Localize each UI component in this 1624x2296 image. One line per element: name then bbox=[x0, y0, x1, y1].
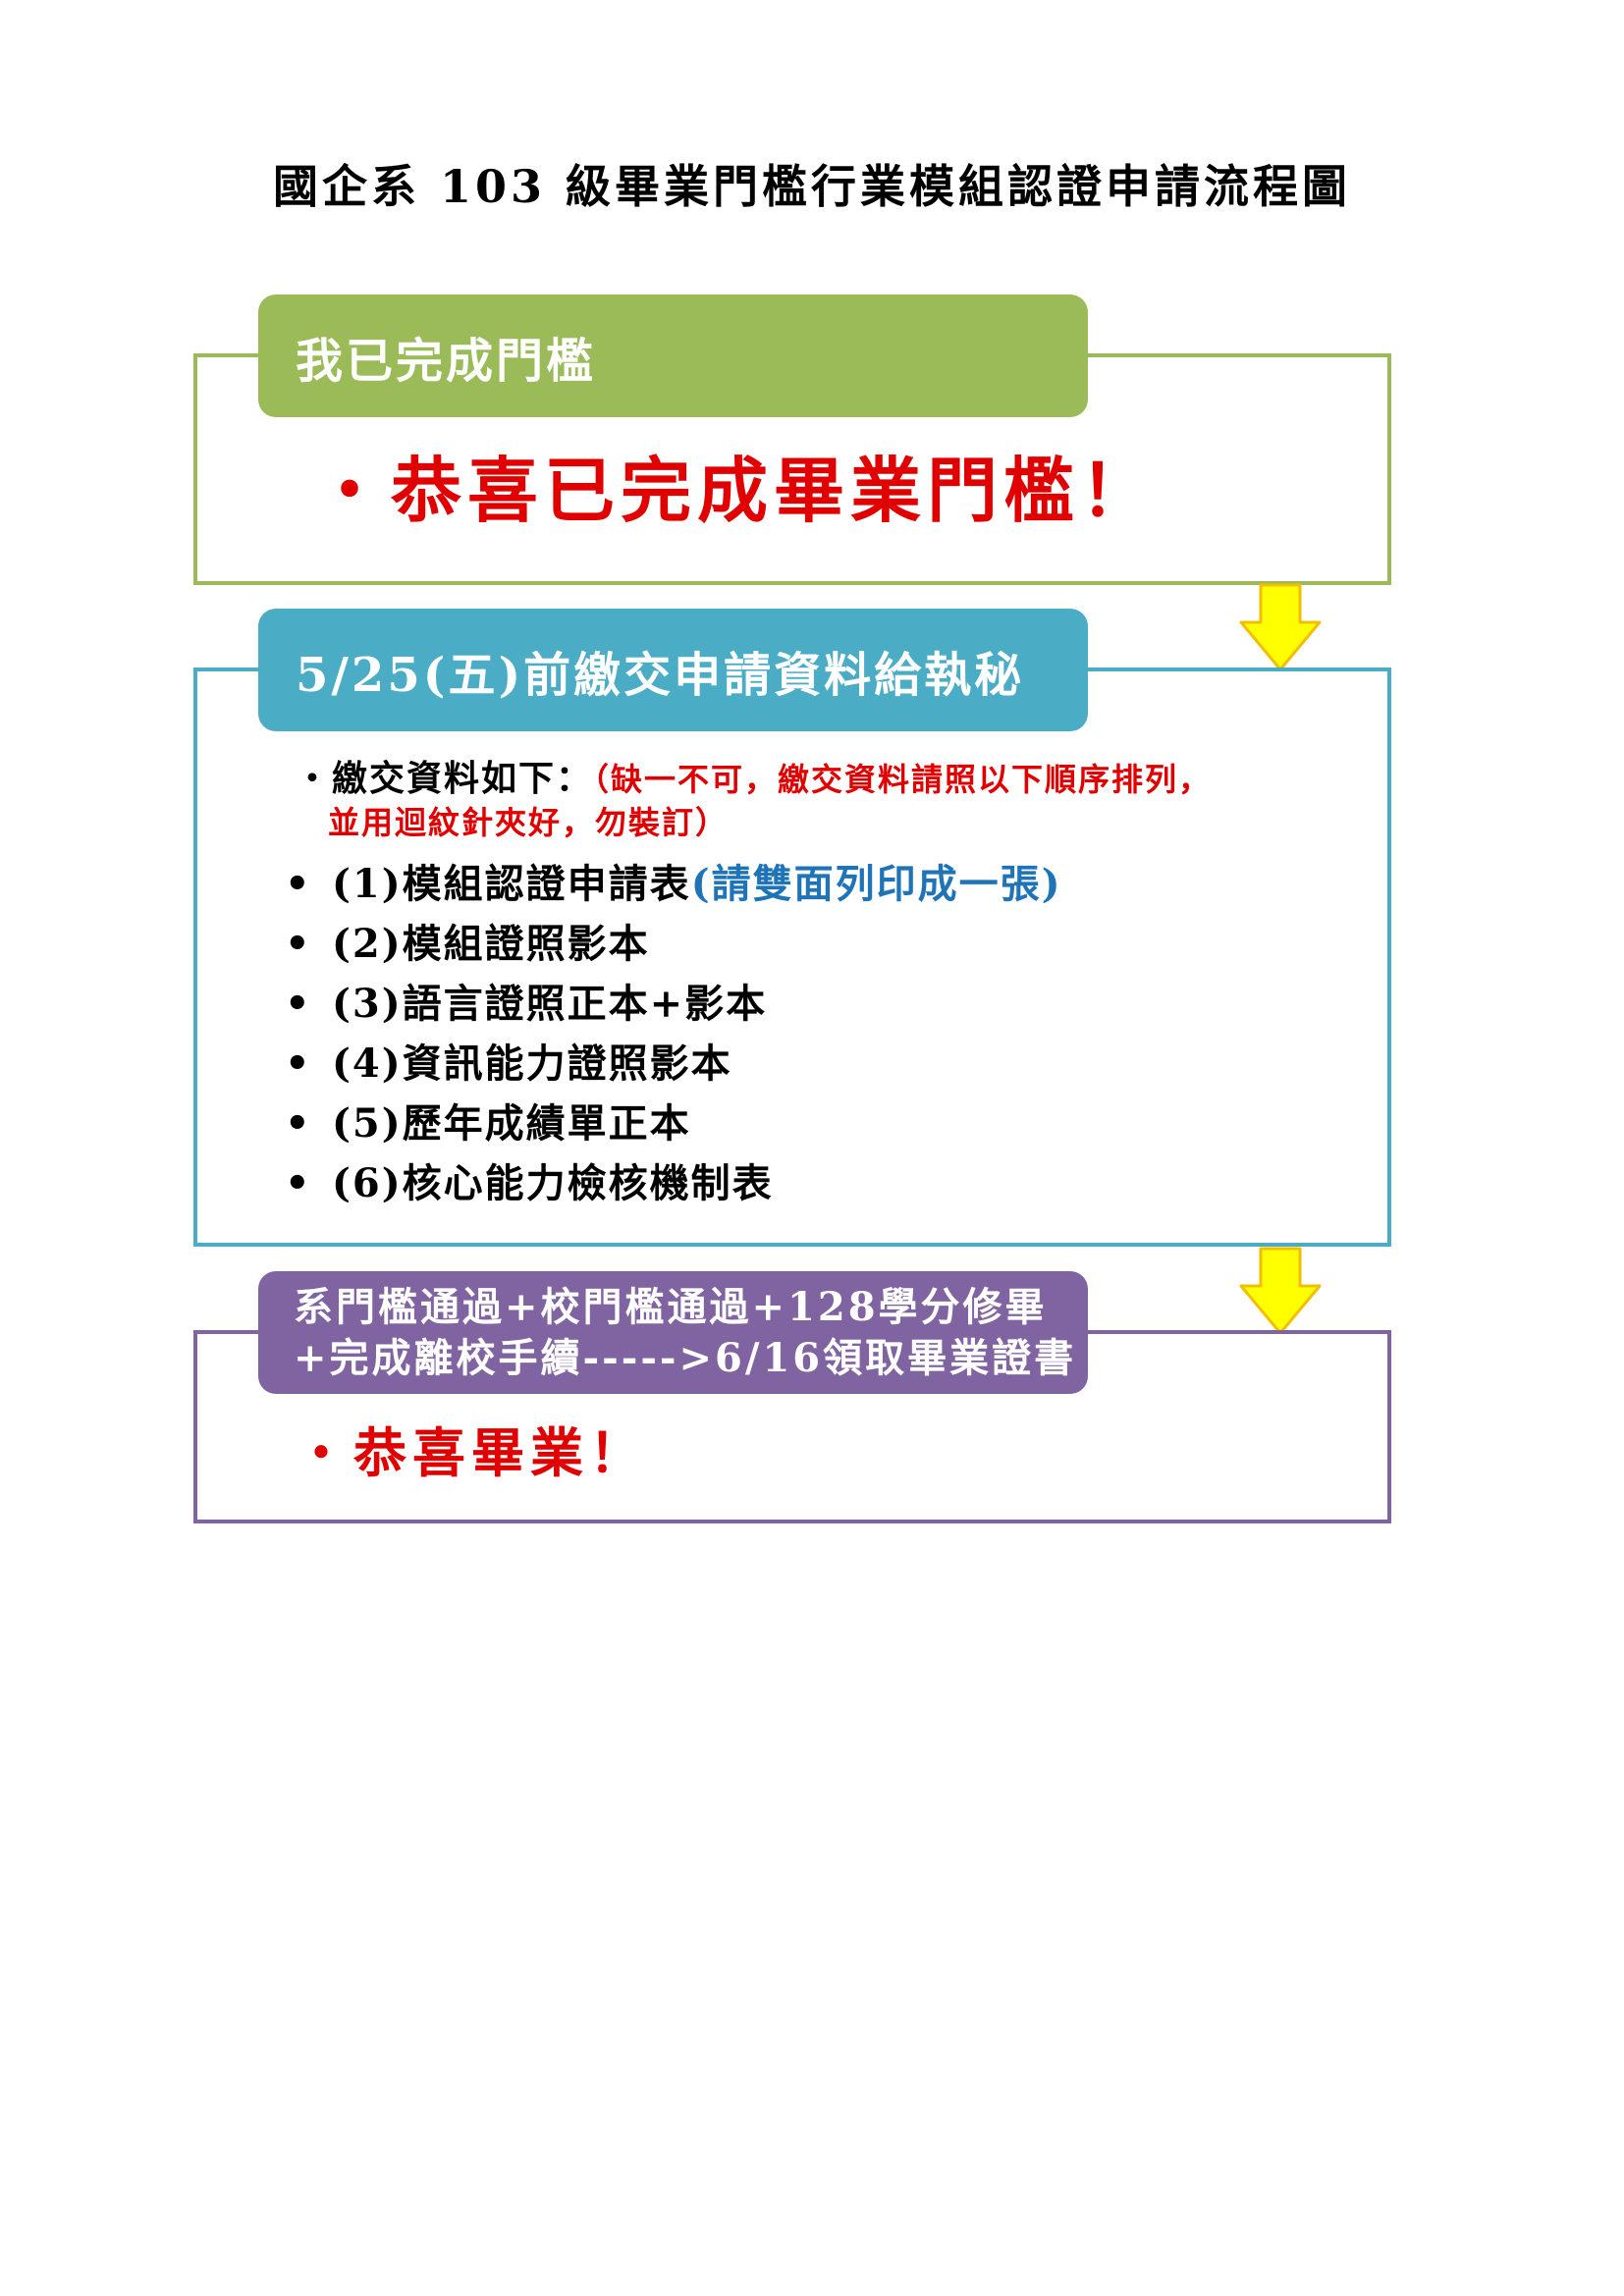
list-item-text: (4)資訊能力證照影本 bbox=[332, 1041, 732, 1087]
bullet-icon: • bbox=[285, 861, 312, 907]
down-arrow-icon bbox=[1239, 1247, 1322, 1335]
step-1-message: ・恭喜已完成畢業門檻！ bbox=[314, 449, 1158, 532]
list-item: • (1)模組認證申請表 (請雙面列印成一張) bbox=[285, 854, 1062, 914]
step-2-frame bbox=[193, 667, 1391, 1247]
bullet-icon: • bbox=[285, 981, 312, 1027]
step-2-header: 5/25(五)前繳交申請資料給執秘 bbox=[258, 609, 1088, 731]
bullet-icon: • bbox=[285, 1100, 312, 1147]
step-1-header: 我已完成門檻 bbox=[258, 294, 1088, 417]
list-item: • (2)模組證照影本 bbox=[285, 914, 1062, 974]
bullet-icon: • bbox=[285, 921, 312, 967]
list-item: • (3)語言證照正本+影本 bbox=[285, 974, 1062, 1034]
instruction-note-continued: 並用迴紋針夾好，勿裝訂） bbox=[328, 804, 730, 841]
submission-instructions: ・繳交資料如下：（缺一不可，繳交資料請照以下順序排列， 並用迴紋針夾好，勿裝訂） bbox=[295, 756, 1355, 843]
step-3-message: ・恭喜畢業！ bbox=[295, 1421, 648, 1484]
document-list: • (1)模組認證申請表 (請雙面列印成一張) • (2)模組證照影本 • (3… bbox=[285, 854, 1062, 1213]
step-1-header-text: 我已完成門檻 bbox=[296, 333, 597, 389]
list-item-text: (5)歷年成績單正本 bbox=[332, 1100, 691, 1147]
list-item: • (5)歷年成績單正本 bbox=[285, 1094, 1062, 1153]
list-item-text: (3)語言證照正本+影本 bbox=[332, 981, 768, 1027]
page-title: 國企系 103 級畢業門檻行業模組認證申請流程圖 bbox=[272, 160, 1352, 213]
instruction-line: ・繳交資料如下：（缺一不可，繳交資料請照以下順序排列， bbox=[295, 756, 1355, 802]
list-item-text: (2)模組證照影本 bbox=[332, 921, 650, 967]
instruction-label: ・繳交資料如下： bbox=[295, 758, 594, 799]
step-3-header: 系門檻通過+校門檻通過+128學分修畢 +完成離校手續----->6/16領取畢… bbox=[258, 1271, 1088, 1394]
list-item-note: (請雙面列印成一張) bbox=[690, 861, 1062, 907]
bullet-icon: • bbox=[285, 1160, 312, 1206]
list-item-text: (6)核心能力檢核機制表 bbox=[332, 1160, 774, 1206]
list-item: • (6)核心能力檢核機制表 bbox=[285, 1153, 1062, 1213]
step-3-header-line-2: +完成離校手續----->6/16領取畢業證書 bbox=[294, 1334, 1077, 1381]
list-item-text: (1)模組認證申請表 bbox=[332, 861, 691, 907]
bullet-icon: • bbox=[285, 1041, 312, 1087]
step-2-header-text: 5/25(五)前繳交申請資料給執秘 bbox=[296, 647, 1025, 703]
instruction-note: （缺一不可，繳交資料請照以下順序排列， bbox=[593, 761, 1213, 798]
step-3-header-line-1: 系門檻通過+校門檻通過+128學分修畢 bbox=[294, 1283, 1048, 1330]
list-item: • (4)資訊能力證照影本 bbox=[285, 1034, 1062, 1094]
down-arrow-icon bbox=[1239, 583, 1322, 671]
